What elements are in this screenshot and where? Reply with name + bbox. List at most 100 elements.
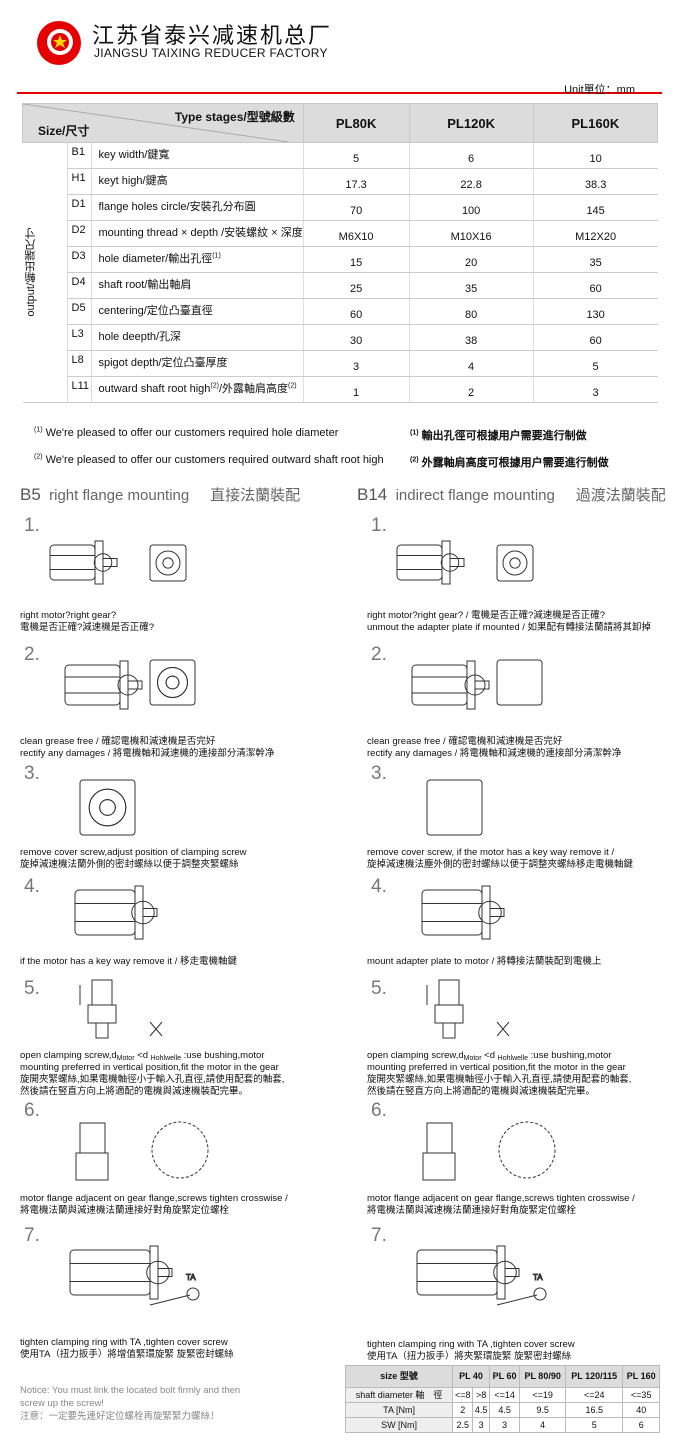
spec-value: 130 bbox=[532, 298, 658, 325]
torque-value: 2 bbox=[452, 1402, 474, 1418]
spec-value: 30 bbox=[302, 324, 409, 351]
spec-value: M10X16 bbox=[408, 220, 534, 247]
torque-value: 16.5 bbox=[565, 1402, 624, 1418]
spec-value: 3 bbox=[302, 350, 409, 377]
step-caption: if the motor has a key way remove it / 移… bbox=[20, 956, 237, 967]
torque-value: 9.5 bbox=[519, 1402, 567, 1418]
size-description: key width/鍵寬 bbox=[90, 142, 304, 169]
torque-value: 5 bbox=[565, 1417, 624, 1433]
col-header: PL120K bbox=[408, 103, 534, 143]
torque-col-header: PL 80/90 bbox=[519, 1365, 567, 1388]
size-description: hole diameter/輸出孔徑(1) bbox=[90, 246, 304, 273]
step-number: 2. bbox=[371, 644, 387, 665]
company-name-en: JIANGSU TAIXING REDUCER FACTORY bbox=[94, 46, 328, 60]
notice: Notice: You must link the located bolt f… bbox=[20, 1385, 241, 1422]
type-stages-label: Type stages/型號級數 bbox=[174, 110, 295, 124]
step-caption: 使用TA（扭力扳手）將夾緊環旋緊 旋緊密封螺絲 bbox=[367, 1351, 572, 1362]
torque-row-label: shaft diameter 軸 徑 bbox=[344, 1387, 454, 1403]
spec-value: 38.3 bbox=[532, 168, 658, 195]
svg-text:TA: TA bbox=[533, 1273, 543, 1282]
size-code: D5 bbox=[66, 298, 91, 325]
size-code: L11 bbox=[66, 376, 91, 403]
spec-value: 22.8 bbox=[408, 168, 534, 195]
spec-value: 1 bbox=[302, 376, 409, 403]
spec-value: 4 bbox=[408, 350, 534, 377]
spec-value: 20 bbox=[408, 246, 534, 273]
section-title-b5: B5 right flange mounting 直接法蘭裝配 bbox=[20, 485, 301, 504]
size-code: D2 bbox=[66, 220, 91, 247]
size-description: mounting thread × depth /安裝螺紋 × 深度 bbox=[90, 220, 304, 247]
step-caption: tighten clamping ring with TA ,tighten c… bbox=[367, 1339, 575, 1350]
step-caption: 電機是否正確?減速機是否正確? bbox=[20, 622, 155, 633]
step-number: 3. bbox=[24, 763, 40, 784]
company-name-cn: 江苏省泰兴减速机总厂 bbox=[92, 23, 333, 48]
spec-value: 100 bbox=[408, 194, 534, 221]
torque-row-label: TA [Nm] bbox=[344, 1402, 454, 1418]
spec-value: 17.3 bbox=[302, 168, 409, 195]
torque-value: 4.5 bbox=[472, 1402, 490, 1418]
size-description: flange holes circle/安裝孔分布圓 bbox=[90, 194, 304, 221]
step-caption: 將電機法蘭與減速機法蘭連接好對角旋緊定位螺栓 bbox=[20, 1205, 230, 1216]
step-caption: open clamping screw,dMotor <d Hohlwelle … bbox=[20, 1050, 285, 1097]
torque-value: <=14 bbox=[488, 1387, 521, 1403]
torque-value: 4 bbox=[519, 1417, 567, 1433]
spec-value: 25 bbox=[302, 272, 409, 299]
step-number: 6. bbox=[24, 1100, 40, 1121]
step-caption: remove cover screw, if the motor has a k… bbox=[367, 847, 615, 858]
step-caption: 使用TA（扭力扳手）將增值緊環旋緊 旋緊密封螺絲 bbox=[20, 1349, 234, 1360]
spec-value: 60 bbox=[532, 324, 658, 351]
step-caption: 將電機法蘭與減速機法蘭連接好對角旋緊定位螺栓 bbox=[367, 1205, 577, 1216]
step-caption: mount adapter plate to motor / 將轉接法蘭裝配到電… bbox=[367, 956, 602, 967]
step-number: 4. bbox=[371, 876, 387, 897]
torque-value: 40 bbox=[622, 1402, 660, 1418]
step-caption: right motor?right gear? / 電機是否正確?減速機是否正確… bbox=[367, 610, 606, 621]
size-description: hole deepth/孔深 bbox=[90, 324, 304, 351]
footnote-2-cn: (2) 外露軸肩高度可根據用户需要進行制做 bbox=[410, 456, 609, 469]
size-label: Size/尺寸 bbox=[38, 124, 90, 138]
footnote-1-en: (1) We're pleased to offer our customers… bbox=[34, 426, 339, 439]
output-group-label: output/輸出端尺寸 bbox=[22, 142, 67, 403]
torque-col-header: PL 60 bbox=[488, 1365, 521, 1388]
size-description: keyt high/鍵高 bbox=[90, 168, 304, 195]
spec-value: 80 bbox=[408, 298, 534, 325]
step-caption: rectify any damages / 將電機軸和減速機的連接部分清潔幹净 bbox=[20, 748, 275, 759]
col-header: PL160K bbox=[532, 103, 659, 143]
step-number: 7. bbox=[371, 1225, 387, 1246]
step-caption: right motor?right gear? bbox=[20, 610, 117, 621]
spec-value: 15 bbox=[302, 246, 409, 273]
torque-value: 2.5 bbox=[452, 1417, 474, 1433]
spec-value: 60 bbox=[302, 298, 409, 325]
torque-col-header: PL 120/115 bbox=[565, 1365, 624, 1388]
torque-value: 6 bbox=[622, 1417, 660, 1433]
footnote-1-cn: (1) 輸出孔徑可根據用户需要進行制做 bbox=[410, 429, 587, 442]
size-description: centering/定位凸臺直徑 bbox=[90, 298, 304, 325]
size-code: D4 bbox=[66, 272, 91, 299]
section-title-b14: B14 indirect flange mounting 過渡法蘭裝配 bbox=[357, 485, 666, 504]
factory-logo bbox=[34, 18, 84, 68]
size-description: shaft root/輸出軸肩 bbox=[90, 272, 304, 299]
spec-value: 6 bbox=[408, 142, 534, 169]
step-caption: remove cover screw,adjust position of cl… bbox=[20, 847, 247, 858]
torque-value: <=24 bbox=[565, 1387, 624, 1403]
spec-table: Type stages/型號級數 Size/尺寸 PL80K PL120K PL… bbox=[22, 103, 659, 403]
corner-header: Type stages/型號級數 Size/尺寸 bbox=[22, 103, 304, 143]
step-number: 5. bbox=[24, 978, 40, 999]
spec-value: 35 bbox=[532, 246, 658, 273]
